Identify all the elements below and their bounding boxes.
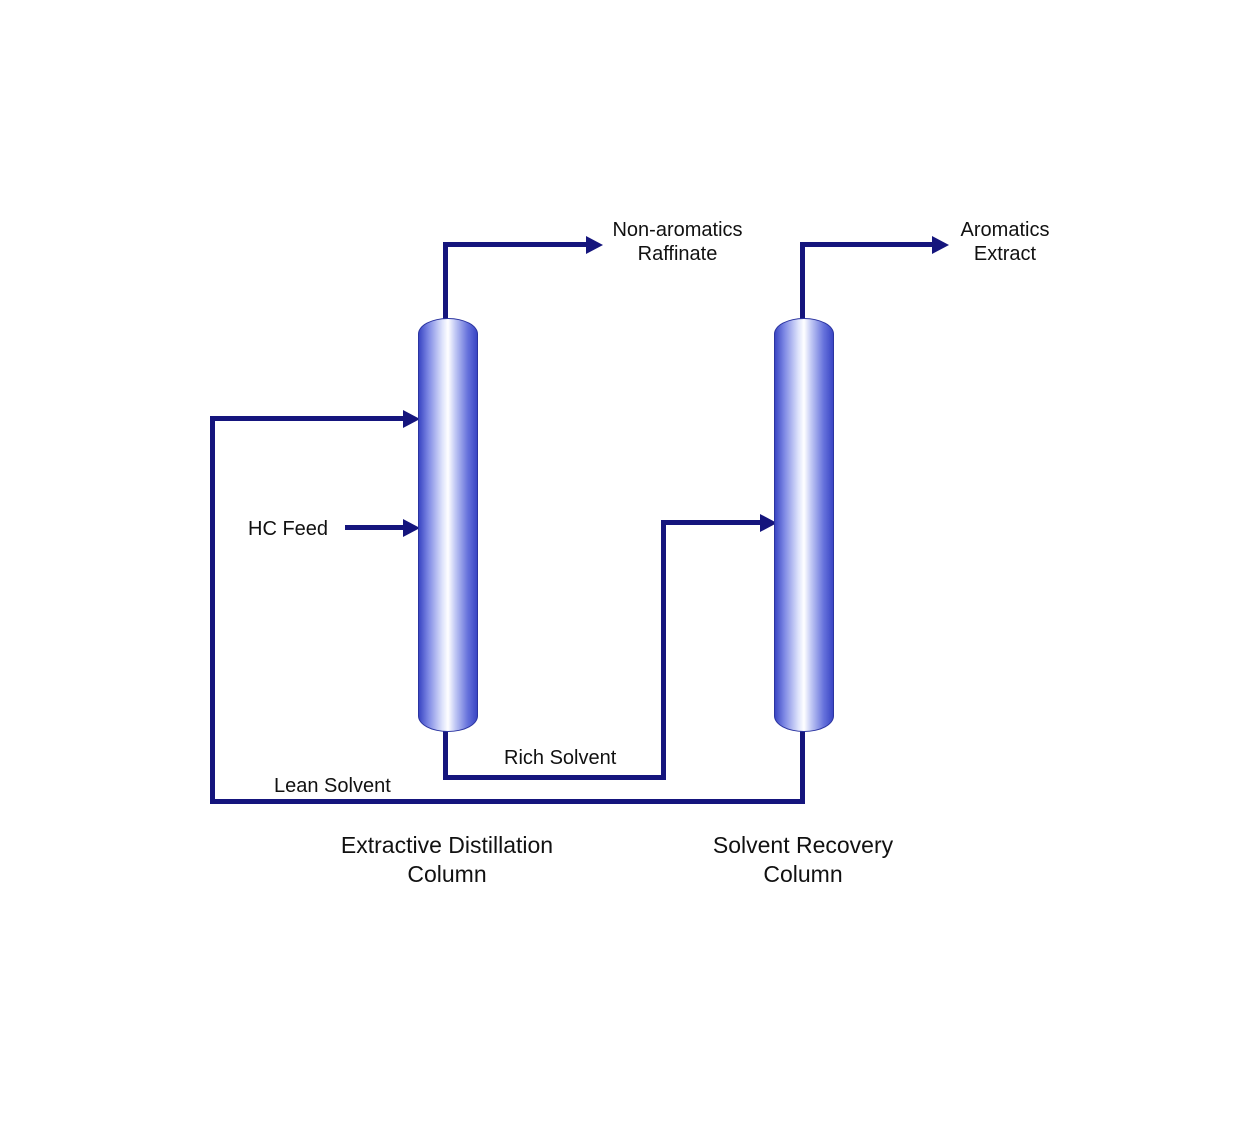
lean-solvent-pipe-up <box>210 416 215 804</box>
rich-solvent-pipe-down <box>443 726 448 780</box>
hc-feed-arrowhead-icon <box>403 519 420 537</box>
rich-solvent-pipe-up <box>661 520 666 780</box>
solvent-recovery-column <box>774 318 834 732</box>
hc-feed-pipe <box>345 525 403 530</box>
extract-arrowhead-icon <box>932 236 949 254</box>
raffinate-arrowhead-icon <box>586 236 603 254</box>
lean-solvent-arrowhead-icon <box>403 410 420 428</box>
extract-pipe-horizontal <box>800 242 932 247</box>
lean-solvent-pipe-down <box>800 726 805 804</box>
hc-feed-label: HC Feed <box>248 518 329 540</box>
rich-solvent-label: Rich Solvent <box>504 747 617 769</box>
extract-pipe-vertical <box>800 242 805 324</box>
rich-solvent-arrowhead-icon <box>760 514 777 532</box>
lean-solvent-label: Lean Solvent <box>274 775 391 797</box>
extractive-column-label: Extractive Distillation Column <box>340 832 554 887</box>
raffinate-pipe-vertical <box>443 242 448 324</box>
raffinate-pipe-horizontal <box>443 242 586 247</box>
lean-solvent-pipe-bottom <box>210 799 805 804</box>
extractive-distillation-column <box>418 318 478 732</box>
extract-label: Aromatics Extract <box>960 219 1050 265</box>
solvent-recovery-column-label: Solvent Recovery Column <box>712 832 894 887</box>
rich-solvent-pipe-bottom <box>443 775 666 780</box>
raffinate-label: Non-aromatics Raffinate <box>612 219 743 265</box>
rich-solvent-pipe-top <box>661 520 760 525</box>
lean-solvent-pipe-top <box>210 416 403 421</box>
